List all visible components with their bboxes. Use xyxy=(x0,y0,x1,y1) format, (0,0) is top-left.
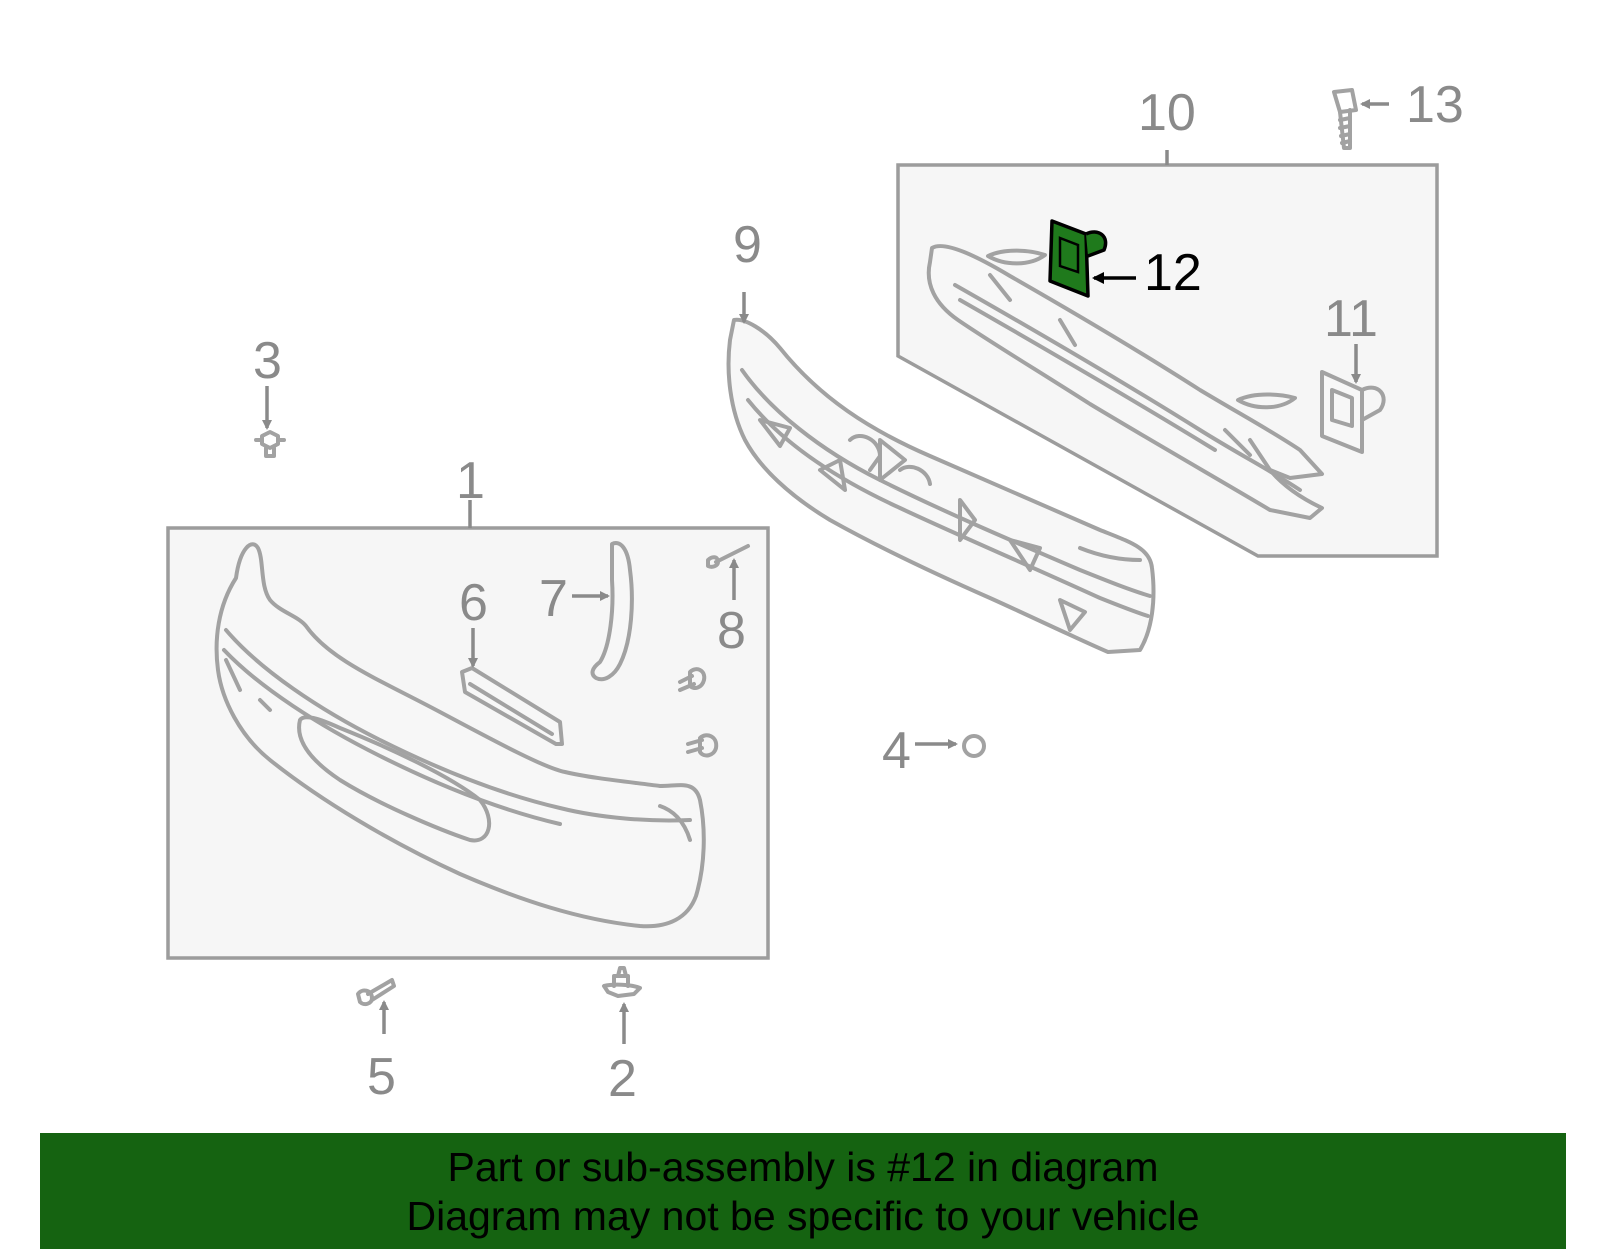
clips-box-1 xyxy=(678,667,719,758)
callout-6: 6 xyxy=(459,574,488,632)
part-4-ring xyxy=(962,734,986,758)
part-9-energy-absorber xyxy=(726,317,1156,654)
banner-line-1: Part or sub-assembly is #12 in diagram xyxy=(447,1144,1159,1190)
part-12-bracket-highlighted xyxy=(1048,219,1108,298)
part-1-bumper-cover xyxy=(214,542,706,929)
part-2-nut-clip xyxy=(602,966,642,998)
info-banner: Part or sub-assembly is #12 in diagram D… xyxy=(40,1133,1566,1249)
part-7-strip xyxy=(590,541,634,682)
callout-12-highlighted: 12 xyxy=(1144,244,1202,302)
part-6-molding xyxy=(460,666,564,746)
part-13-bolt xyxy=(1332,88,1358,150)
callout-5: 5 xyxy=(367,1048,396,1106)
callout-9: 9 xyxy=(733,216,762,274)
callout-4: 4 xyxy=(882,722,911,780)
part-8-screw xyxy=(706,544,750,569)
callout-7: 7 xyxy=(539,570,568,628)
part-11-bracket xyxy=(1320,370,1386,454)
callout-2: 2 xyxy=(608,1050,637,1108)
banner-line-2: Diagram may not be specific to your vehi… xyxy=(406,1193,1200,1239)
callout-3: 3 xyxy=(253,332,282,390)
part-5-screw xyxy=(356,978,396,1007)
part-3-clip xyxy=(254,430,286,458)
callout-8: 8 xyxy=(717,602,746,660)
callout-10: 10 xyxy=(1138,84,1196,142)
callout-11: 11 xyxy=(1324,290,1378,348)
callout-1: 1 xyxy=(456,452,485,510)
callout-13: 13 xyxy=(1406,76,1464,134)
bumper-reinforcement-beam xyxy=(926,244,1324,520)
